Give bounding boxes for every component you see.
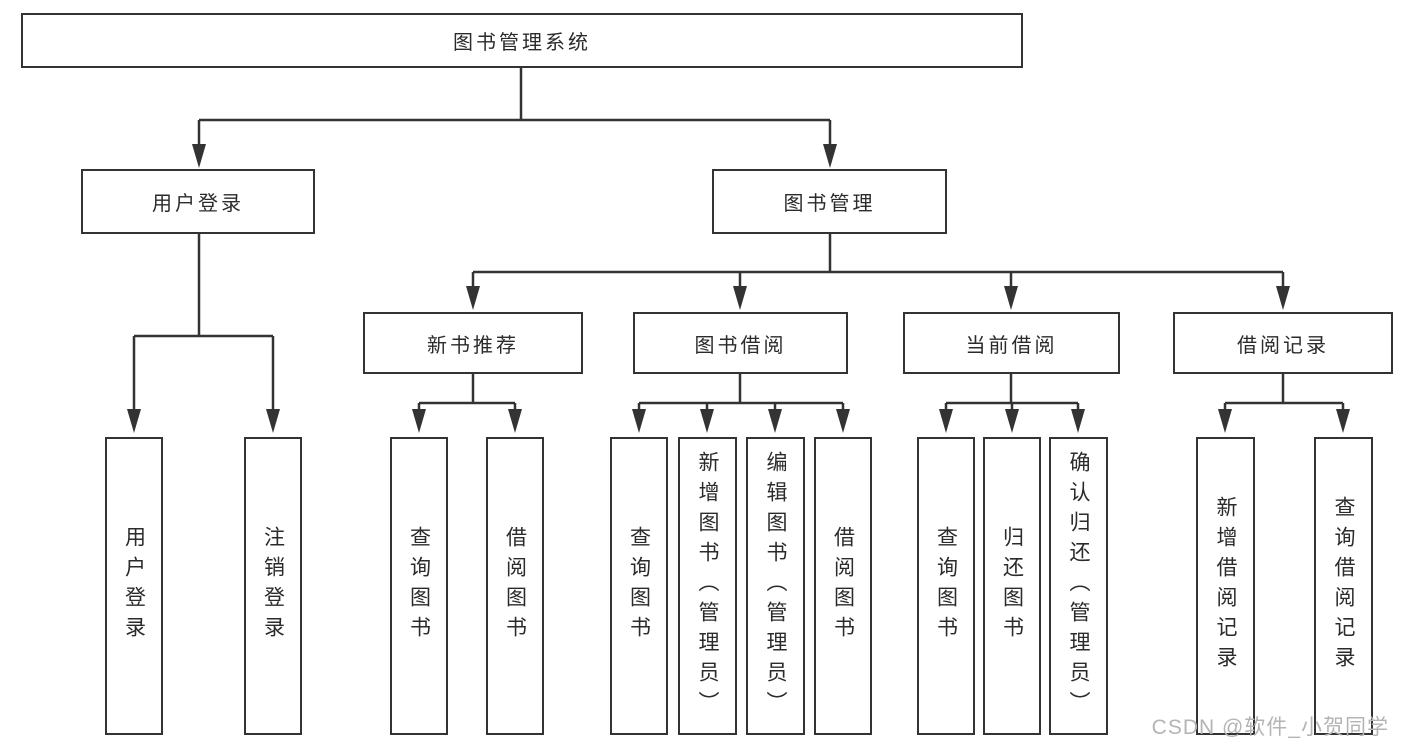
leaf-logout-login: 注销登录 (244, 437, 302, 735)
node-user-login: 用户登录 (81, 169, 315, 234)
leaf-borrow-books-borrowing-label: 借阅图书 (831, 526, 855, 646)
leaf-query-books-borrowing-label: 查询图书 (627, 526, 651, 646)
leaf-query-borrow-record-label: 查询借阅记录 (1332, 496, 1355, 676)
arrowheads (127, 144, 1350, 433)
leaf-query-books-current: 查询图书 (917, 437, 975, 735)
node-current-borrowing: 当前借阅 (903, 312, 1120, 374)
node-new-book-recommendation: 新书推荐 (363, 312, 583, 374)
leaf-query-books-current-label: 查询图书 (934, 526, 958, 646)
leaf-borrow-books-recommend: 借阅图书 (486, 437, 544, 735)
leaf-return-books-label: 归还图书 (1000, 526, 1024, 646)
leaf-query-borrow-record: 查询借阅记录 (1314, 437, 1373, 735)
node-book-borrowing: 图书借阅 (633, 312, 848, 374)
leaf-add-books-admin: 新增图书（管理员） (678, 437, 737, 735)
leaf-confirm-return-admin: 确认归还（管理员） (1049, 437, 1108, 735)
leaf-add-borrow-record-label: 新增借阅记录 (1214, 496, 1237, 676)
leaf-add-books-admin-label: 新增图书（管理员） (696, 451, 719, 721)
node-borrowing-records: 借阅记录 (1173, 312, 1393, 374)
leaf-user-login-label: 用户登录 (122, 526, 146, 646)
node-book-management: 图书管理 (712, 169, 947, 234)
leaf-query-books-borrowing: 查询图书 (610, 437, 668, 735)
leaf-return-books: 归还图书 (983, 437, 1041, 735)
leaf-edit-books-admin: 编辑图书（管理员） (746, 437, 805, 735)
leaf-query-books-recommend-label: 查询图书 (407, 526, 431, 646)
leaf-borrow-books-borrowing: 借阅图书 (814, 437, 872, 735)
watermark: CSDN @软件_小贺同学 (1151, 716, 1389, 739)
leaf-borrow-books-recommend-label: 借阅图书 (503, 526, 527, 646)
leaf-confirm-return-admin-label: 确认归还（管理员） (1067, 451, 1090, 721)
node-library-management-system: 图书管理系统 (21, 13, 1023, 68)
leaf-query-books-recommend: 查询图书 (390, 437, 448, 735)
leaf-edit-books-admin-label: 编辑图书（管理员） (764, 451, 787, 721)
leaf-user-login: 用户登录 (105, 437, 163, 735)
leaf-add-borrow-record: 新增借阅记录 (1196, 437, 1255, 735)
leaf-logout-login-label: 注销登录 (261, 526, 285, 646)
